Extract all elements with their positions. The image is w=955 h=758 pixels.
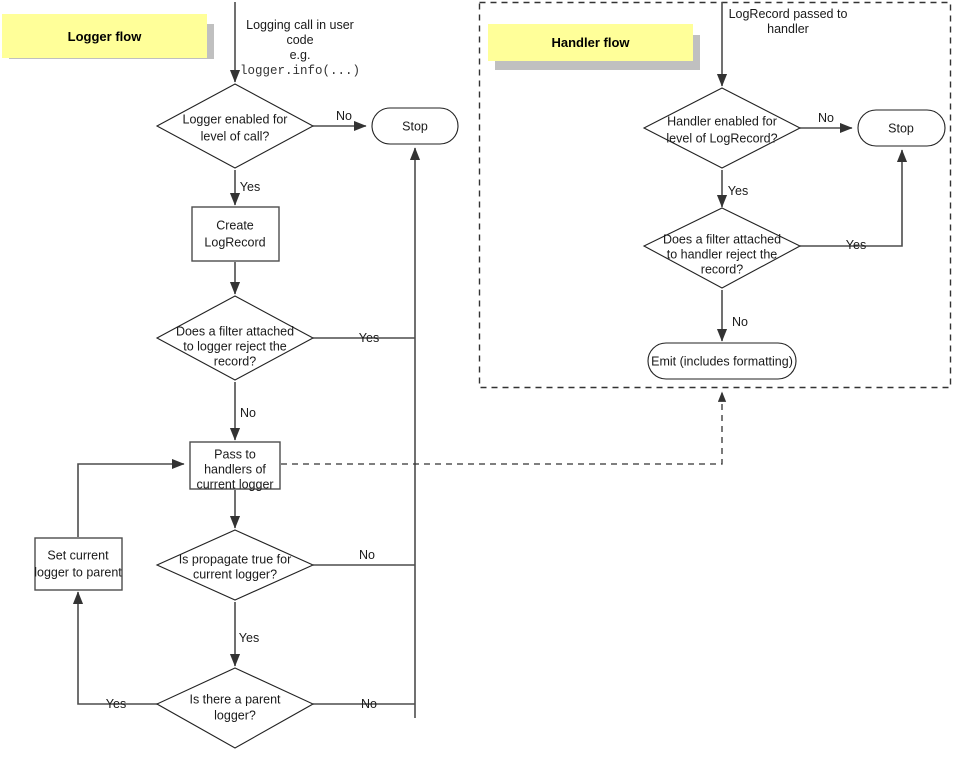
node-pass-to-handlers[interactable]: Pass to handlers of current logger [189, 441, 281, 491]
node-logger-stop-label: Stop [402, 119, 428, 133]
node-set-parent-line2: logger to parent [34, 565, 122, 579]
logger-start-line4: logger.info(...) [240, 64, 360, 78]
edge-label-logger-enabled-yes: Yes [240, 180, 260, 194]
node-emit[interactable]: Emit (includes formatting) [647, 342, 797, 380]
node-logger-filter-line3: record? [214, 354, 256, 368]
node-parent-logger-line2: logger? [214, 708, 256, 722]
edge-label-logger-filter-no: No [240, 406, 256, 420]
node-logger-enabled[interactable]: Logger enabled for level of call? [155, 83, 315, 169]
handler-flow-banner-label: Handler flow [488, 24, 693, 61]
logger-start-line2: code [286, 33, 313, 47]
node-set-parent-line1: Set current [47, 548, 109, 562]
node-create-logrecord-line1: Create [216, 218, 254, 232]
edge-label-handler-filter-no: No [732, 315, 748, 329]
node-pass-to-handlers-line1: Pass to [214, 447, 256, 461]
node-logger-enabled-line1: Logger enabled for [183, 112, 288, 126]
logger-flow-start-label: Logging call in user code e.g. logger.in… [240, 18, 360, 78]
node-create-logrecord-line2: LogRecord [204, 235, 265, 249]
edge-parent-yes [72, 591, 158, 705]
node-logger-filter[interactable]: Does a filter attached to logger reject … [155, 295, 315, 381]
node-is-propagate-line1: Is propagate true for [179, 552, 292, 566]
edge-set-parent-to-pass [77, 458, 185, 537]
node-is-propagate-line2: current logger? [193, 567, 277, 581]
node-is-propagate[interactable]: Is propagate true for current logger? [155, 529, 315, 601]
handler-start-line1: LogRecord passed to [729, 7, 848, 21]
node-emit-label: Emit (includes formatting) [651, 354, 793, 368]
edge-label-parent-no: No [361, 697, 377, 711]
logger-start-line1: Logging call in user [246, 18, 354, 32]
edge-label-handler-enabled-yes: Yes [728, 184, 748, 198]
node-handler-enabled-line2: level of LogRecord? [666, 131, 777, 145]
edge-label-parent-yes: Yes [106, 697, 126, 711]
edge-label-logger-enabled-no: No [336, 109, 352, 123]
logger-flow-banner-label: Logger flow [2, 14, 207, 58]
handler-start-line2: handler [767, 22, 809, 36]
node-logger-filter-line1: Does a filter attached [176, 324, 294, 338]
node-logger-stop[interactable]: Stop [371, 107, 459, 145]
node-handler-enabled[interactable]: Handler enabled for level of LogRecord? [642, 87, 802, 169]
node-logger-enabled-line2: level of call? [201, 129, 270, 143]
edge-label-propagate-yes: Yes [239, 631, 259, 645]
edge-label-handler-filter-yes: Yes [846, 238, 866, 252]
edge-handler-filter-yes [800, 149, 908, 247]
node-handler-filter[interactable]: Does a filter attached to handler reject… [642, 207, 802, 289]
node-handler-filter-line3: record? [701, 262, 743, 276]
node-handler-enabled-line1: Handler enabled for [667, 114, 777, 128]
handler-flow-start-label: LogRecord passed to handler [729, 7, 848, 36]
node-set-parent[interactable]: Set current logger to parent [34, 537, 123, 591]
node-handler-stop-label: Stop [888, 121, 914, 135]
node-handler-filter-line1: Does a filter attached [663, 232, 781, 246]
node-parent-logger-line1: Is there a parent [189, 692, 281, 706]
node-pass-to-handlers-line2: handlers of [204, 462, 266, 476]
edge-pass-to-handler-flow [281, 391, 727, 465]
node-create-logrecord[interactable]: Create LogRecord [191, 206, 280, 262]
edge-label-handler-enabled-no: No [818, 111, 834, 125]
handler-flow-container [478, 1, 952, 389]
node-handler-filter-line2: to handler reject the [667, 247, 778, 261]
node-parent-logger[interactable]: Is there a parent logger? [155, 667, 315, 749]
logger-start-line3: e.g. [290, 48, 311, 62]
node-logger-filter-line2: to logger reject the [183, 339, 287, 353]
edge-label-propagate-no: No [359, 548, 375, 562]
node-pass-to-handlers-line3: current logger [196, 477, 273, 491]
node-handler-stop[interactable]: Stop [857, 109, 946, 147]
edge-label-logger-filter-yes: Yes [359, 331, 379, 345]
